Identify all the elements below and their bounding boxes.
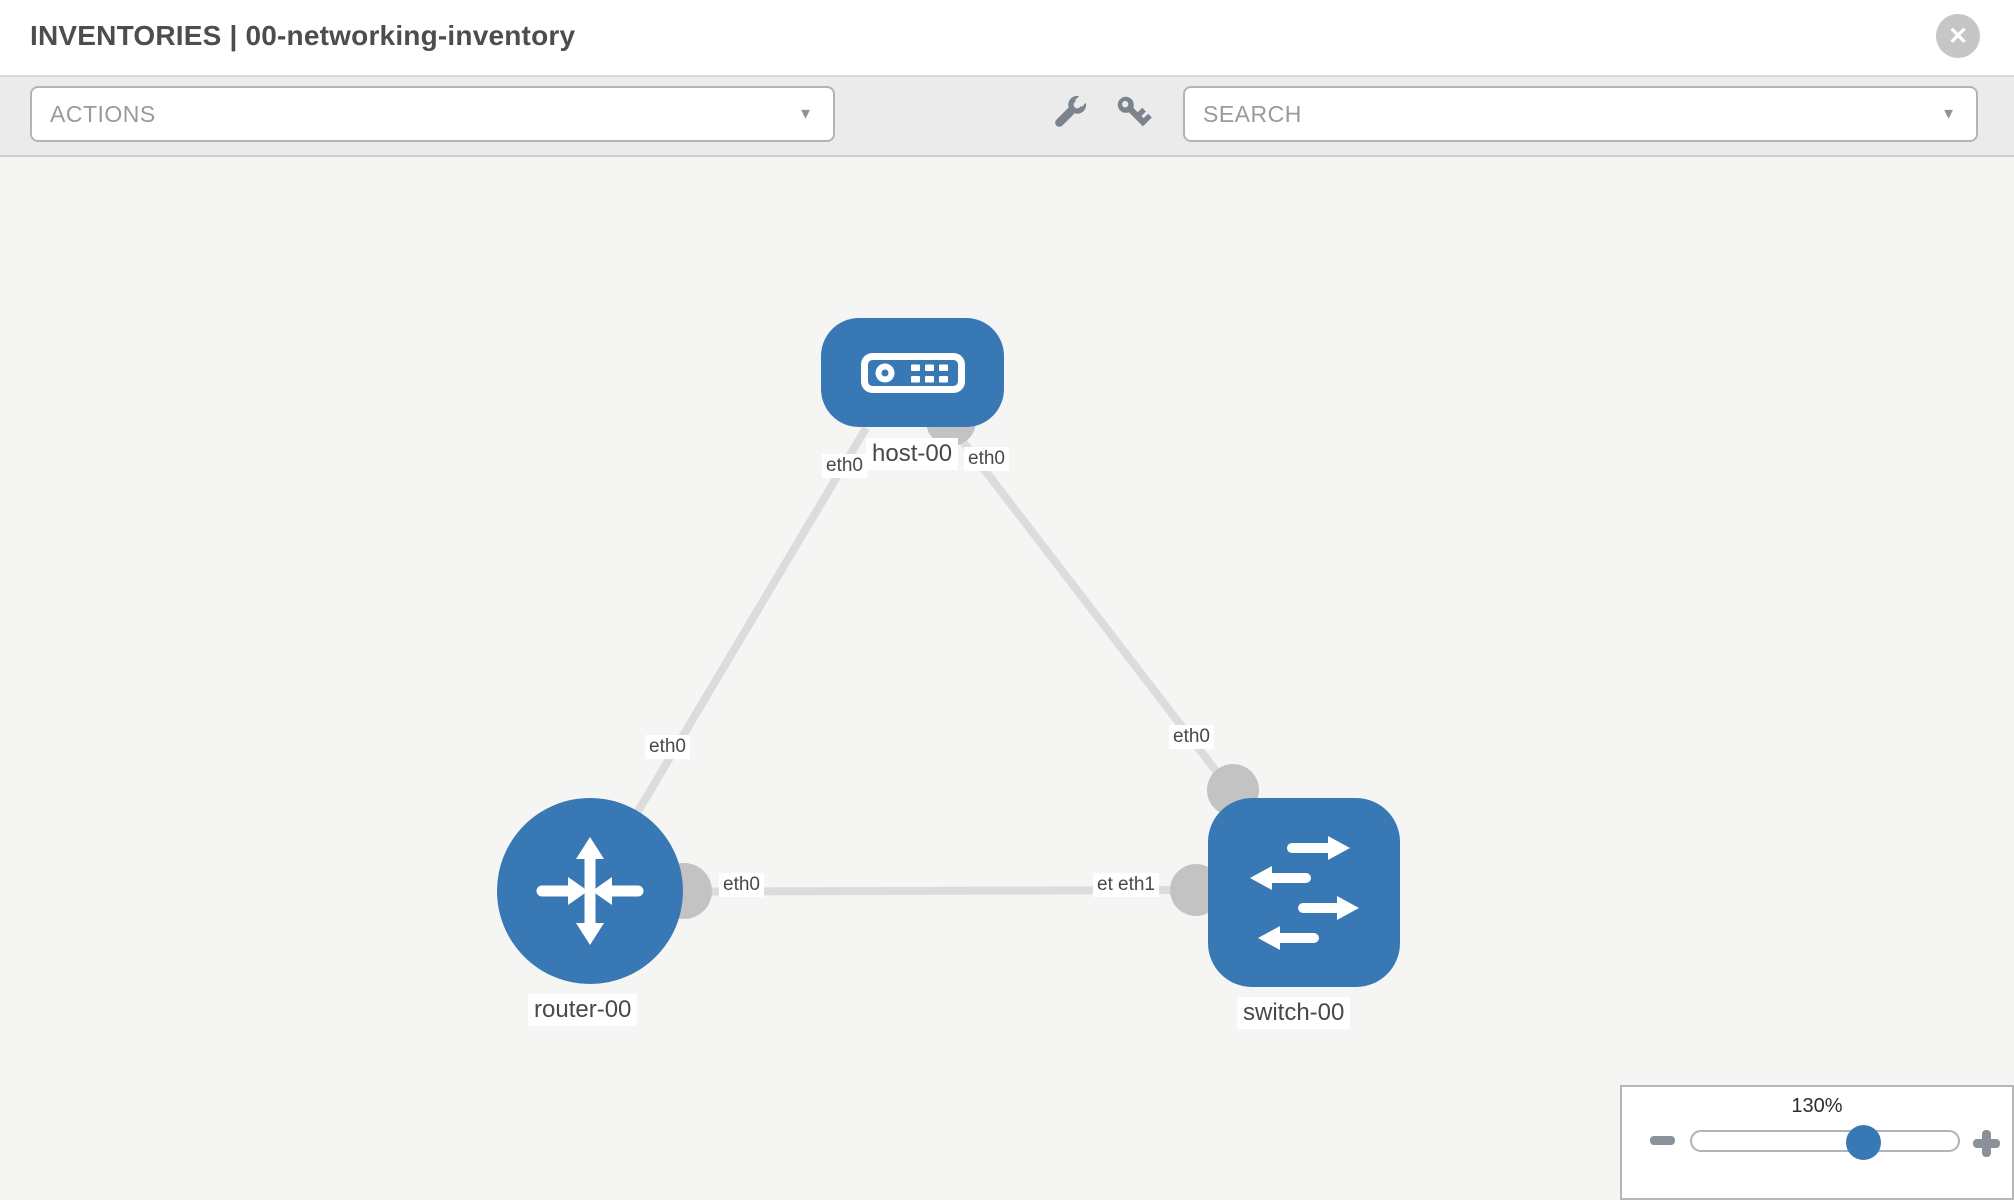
zoom-level-label: 130% xyxy=(1791,1095,1843,1117)
wrench-button[interactable] xyxy=(1045,89,1093,137)
interface-label-host-eth0-right: eth0 xyxy=(964,447,1009,471)
key-button[interactable] xyxy=(1110,89,1158,137)
close-icon: ✕ xyxy=(1947,22,1969,50)
search-dropdown-label: SEARCH xyxy=(1203,100,1302,127)
interface-label-router-eth0: eth0 xyxy=(645,735,690,759)
chevron-down-icon: ▼ xyxy=(1941,105,1956,123)
close-button[interactable]: ✕ xyxy=(1936,14,1980,58)
switch-icon xyxy=(1249,835,1359,950)
zoom-in-button[interactable] xyxy=(1973,1130,2000,1157)
zoom-slider[interactable] xyxy=(1690,1130,1960,1152)
interface-label-switch-eth0: eth0 xyxy=(1169,725,1214,749)
zoom-out-button[interactable] xyxy=(1650,1136,1675,1145)
header-bar: INVENTORIES | 00-networking-inventory ✕ xyxy=(0,0,2014,77)
topology-links-layer xyxy=(586,396,1259,919)
chevron-down-icon: ▼ xyxy=(798,105,813,123)
node-switch-00[interactable] xyxy=(1208,798,1400,987)
router-icon xyxy=(536,837,644,945)
interface-label-middle-eth1: eth1 xyxy=(1114,873,1159,897)
node-router-00[interactable] xyxy=(497,798,683,984)
topology-canvas[interactable]: host-00 router-00 switch-00 eth0 eth0 et… xyxy=(0,157,2014,1200)
actions-dropdown-label: ACTIONS xyxy=(50,100,156,127)
server-icon xyxy=(860,352,965,393)
key-icon xyxy=(1117,96,1152,127)
search-dropdown[interactable]: SEARCH ▼ xyxy=(1183,86,1978,142)
zoom-slider-handle[interactable] xyxy=(1846,1125,1881,1160)
node-label-router: router-00 xyxy=(528,994,638,1026)
node-label-switch: switch-00 xyxy=(1237,997,1351,1029)
wrench-icon xyxy=(1055,93,1089,127)
toolbar: ACTIONS ▼ SEARCH ▼ xyxy=(0,77,2014,157)
zoom-control-panel: 130% xyxy=(1620,1085,2014,1200)
interface-label-host-eth0-left: eth0 xyxy=(822,454,867,478)
page-title: INVENTORIES | 00-networking-inventory xyxy=(30,20,576,51)
node-host-00[interactable] xyxy=(821,318,1004,427)
actions-dropdown[interactable]: ACTIONS ▼ xyxy=(30,86,835,142)
interface-label-middle-eth0: eth0 xyxy=(719,873,764,897)
node-label-host: host-00 xyxy=(866,438,959,470)
